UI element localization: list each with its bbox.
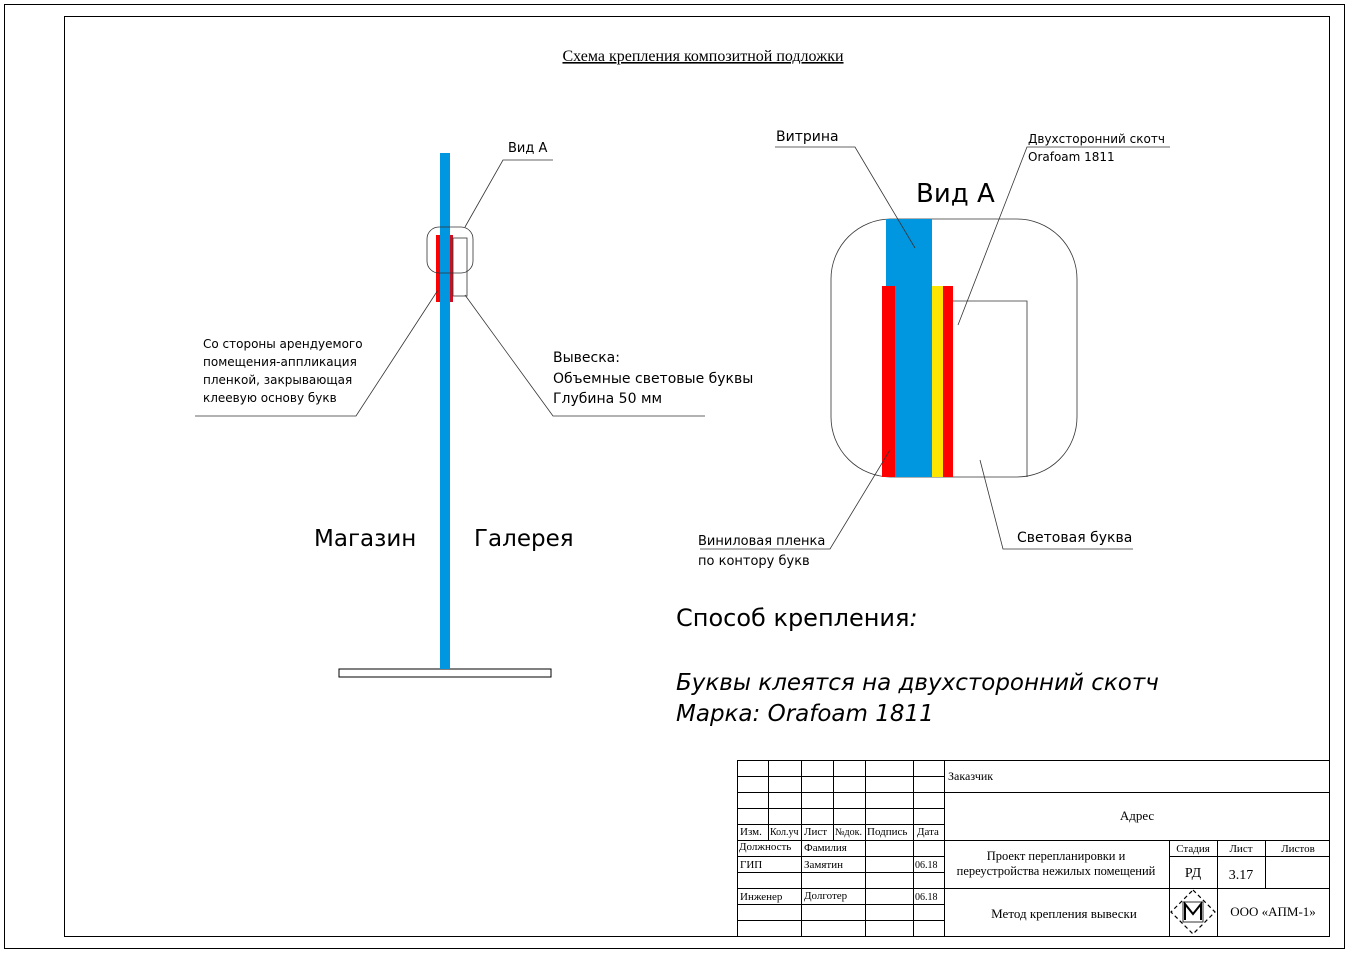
stamp-col-name: Фамилия [804, 842, 847, 854]
detail-view: Вид А Витрина Двухсторонний скотч Orafoa… [698, 129, 1170, 569]
stamp-role: ГИП [740, 859, 762, 871]
stamp-header: Дата [917, 826, 939, 838]
stamp-drawing-name: Метод крепления вывески [991, 906, 1137, 921]
stamp-header: Подпись [867, 826, 907, 838]
company-logo [1170, 889, 1216, 935]
inner-frame [64, 16, 1330, 937]
outer-frame [4, 4, 1345, 949]
film-right [450, 235, 453, 302]
stamp-date: 06.18 [915, 860, 938, 871]
left-note-line: помещения-аппликация [203, 355, 357, 369]
stamp-frame [737, 760, 1330, 937]
detail-heading: Вид А [916, 179, 995, 209]
stamp-header: Лист [804, 826, 827, 838]
method-block: Способ крепления: Буквы клеятся на двухс… [676, 604, 1159, 727]
left-note-line: клеевую основу букв [203, 391, 337, 405]
right-note: Вывеска: Объемные световые буквы Глубина… [553, 350, 753, 407]
left-note-line: Со стороны арендуемого [203, 337, 363, 351]
leader-tape [957, 146, 1170, 326]
left-note-line: пленкой, закрывающая [203, 373, 352, 387]
detail-outline [830, 218, 1078, 478]
stamp-name: Замятин [804, 859, 843, 871]
stamp-header: №док. [835, 827, 862, 838]
vinyl-label-line: по контору букв [698, 554, 810, 569]
vinyl-label-line: Виниловая пленка [698, 534, 825, 549]
callout-circle [426, 226, 474, 274]
side-gallery-label: Галерея [474, 526, 574, 552]
left-view: Вид А Со стороны арендуемого помещения-а… [195, 141, 753, 678]
glass-pole [440, 153, 450, 669]
tape-label-line: Двухсторонний скотч [1028, 132, 1165, 146]
method-line2: Марка: Orafoam 1811 [676, 701, 934, 727]
method-heading-colon: : [909, 604, 917, 632]
method-heading-text: Способ крепления [676, 604, 909, 632]
detail-tape [932, 286, 943, 477]
right-note-line: Вывеска: [553, 350, 620, 366]
stamp-header: Изм. [740, 826, 762, 838]
method-line1: Буквы клеятся на двухсторонний скотч [676, 670, 1159, 696]
leader-view-a [464, 159, 553, 228]
tape-label-line: Orafoam 1811 [1028, 150, 1115, 164]
drawing-title: Схема крепления композитной подложки [562, 48, 844, 65]
stamp-sheet: 3.17 [1229, 868, 1254, 883]
method-heading: Способ крепления: [676, 604, 918, 632]
leader-left-note [195, 289, 439, 417]
stamp-customer: Заказчик [948, 769, 993, 783]
title-block: Изм. Кол.уч Лист №док. Подпись Дата Долж… [737, 760, 1330, 937]
stamp-name: Долготер [804, 890, 848, 902]
stamp-stage: РД [1185, 866, 1202, 881]
right-note-line: Глубина 50 мм [553, 391, 662, 407]
side-shop-label: Магазин [314, 526, 416, 552]
view-a-label: Вид А [508, 141, 547, 156]
floor-base [338, 668, 552, 678]
leader-vinyl [700, 449, 891, 550]
stamp-sheets-header: Листов [1281, 843, 1315, 855]
detail-vinyl [882, 286, 895, 477]
stamp-stage-header: Стадия [1176, 843, 1210, 855]
stamp-project-line: переустройства нежилых помещений [957, 864, 1156, 878]
stamp-header: Кол.уч [770, 827, 799, 838]
stamp-col-role: Должность [739, 841, 791, 853]
stamp-project-line: Проект перепланировки и [987, 849, 1126, 863]
stamp-address: Адрес [1120, 808, 1155, 823]
left-note: Со стороны арендуемого помещения-апплика… [203, 337, 363, 405]
right-note-line: Объемные световые буквы [553, 371, 753, 387]
leader-letter [979, 459, 1133, 550]
stamp-company: ООО «АПМ-1» [1230, 904, 1316, 919]
stamp-date: 06.18 [915, 892, 938, 903]
stamp-sheet-header: Лист [1229, 843, 1252, 855]
leader-right-note [464, 294, 705, 417]
detail-letter-edge [943, 286, 953, 477]
letter-label: Световая буква [1017, 530, 1132, 546]
leader-vitrina [775, 146, 916, 249]
film-left [436, 235, 440, 302]
stamp-role: Инженер [740, 891, 783, 903]
letter-box [452, 237, 468, 297]
vitrina-label: Витрина [776, 129, 839, 145]
letter-outline [953, 300, 1028, 477]
